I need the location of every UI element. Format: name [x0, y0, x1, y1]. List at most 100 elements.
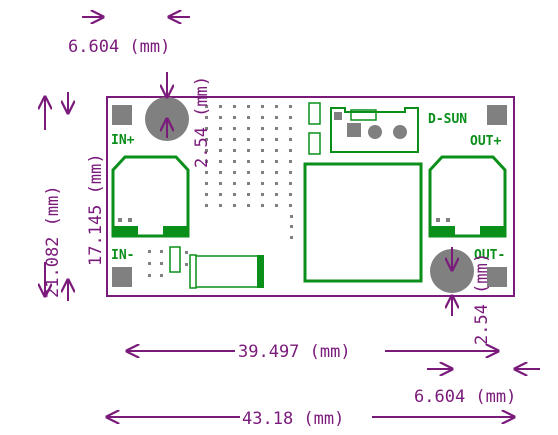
dim-text-hole-span: 39.497 (mm)	[238, 342, 351, 362]
via	[275, 127, 278, 130]
via	[148, 250, 151, 253]
pad-bottom-right	[487, 267, 507, 287]
via	[247, 127, 250, 130]
pad-top-left	[112, 105, 132, 125]
via	[275, 160, 278, 163]
label-out-minus: OUT-	[474, 248, 505, 263]
via	[205, 127, 208, 130]
via	[160, 250, 163, 253]
via	[275, 149, 278, 152]
dim-text-right-spacing: 6.604 (mm)	[414, 387, 516, 407]
via	[290, 215, 293, 218]
via	[275, 182, 278, 185]
via	[219, 127, 222, 130]
via	[233, 105, 236, 108]
via	[219, 193, 222, 196]
via	[233, 149, 236, 152]
via	[261, 116, 264, 119]
via	[261, 105, 264, 108]
smd-component-1	[308, 102, 321, 125]
label-out-plus: OUT+	[470, 134, 501, 149]
diode	[189, 254, 264, 289]
via	[289, 193, 292, 196]
via	[289, 138, 292, 141]
via	[233, 193, 236, 196]
via	[219, 171, 222, 174]
via	[205, 171, 208, 174]
via	[247, 160, 250, 163]
via	[261, 138, 264, 141]
output-capacitor	[428, 155, 507, 238]
via	[275, 138, 278, 141]
via	[261, 171, 264, 174]
dim-text-left-hole: 2.54 (mm)	[192, 76, 212, 168]
via	[205, 149, 208, 152]
via	[275, 116, 278, 119]
via	[247, 171, 250, 174]
via	[233, 204, 236, 207]
dim-text-inner-height: 17.145 (mm)	[86, 153, 106, 266]
via	[290, 225, 293, 228]
via	[261, 193, 264, 196]
dim-text-board-width: 43.18 (mm)	[242, 409, 344, 429]
via	[289, 149, 292, 152]
dim-text-right-hole: 2.54 (mm)	[472, 253, 492, 345]
via	[185, 251, 188, 254]
via-grid	[148, 105, 293, 277]
via	[185, 263, 188, 266]
via	[219, 182, 222, 185]
via	[247, 204, 250, 207]
via	[290, 236, 293, 239]
via	[275, 105, 278, 108]
dim-text-top-spacing: 6.604 (mm)	[68, 37, 170, 57]
via	[205, 138, 208, 141]
via	[247, 182, 250, 185]
via	[219, 204, 222, 207]
via	[289, 171, 292, 174]
via	[275, 171, 278, 174]
label-brand: D-SUN	[428, 112, 467, 127]
via	[233, 182, 236, 185]
via	[261, 127, 264, 130]
via	[205, 116, 208, 119]
via	[247, 138, 250, 141]
via	[219, 116, 222, 119]
via	[233, 171, 236, 174]
via	[247, 193, 250, 196]
via	[289, 105, 292, 108]
label-in-minus: IN-	[111, 248, 134, 263]
via	[275, 204, 278, 207]
via	[289, 116, 292, 119]
via	[289, 160, 292, 163]
via	[233, 160, 236, 163]
via	[233, 127, 236, 130]
via	[247, 116, 250, 119]
inductor	[303, 162, 423, 283]
via	[261, 182, 264, 185]
smd-component-2	[308, 132, 321, 155]
via	[205, 182, 208, 185]
via	[148, 274, 151, 277]
via	[261, 160, 264, 163]
via	[289, 182, 292, 185]
via	[233, 116, 236, 119]
via	[247, 149, 250, 152]
smd-component-3	[169, 246, 181, 273]
label-in-plus: IN+	[111, 133, 135, 148]
via	[219, 138, 222, 141]
via	[219, 149, 222, 152]
via	[160, 274, 163, 277]
via	[261, 204, 264, 207]
via	[205, 204, 208, 207]
input-capacitor	[111, 155, 190, 238]
via	[275, 193, 278, 196]
via	[219, 160, 222, 163]
via	[289, 204, 292, 207]
via	[160, 262, 163, 265]
via	[205, 193, 208, 196]
via	[289, 127, 292, 130]
via	[148, 262, 151, 265]
via	[205, 160, 208, 163]
pad-top-right	[487, 105, 507, 125]
